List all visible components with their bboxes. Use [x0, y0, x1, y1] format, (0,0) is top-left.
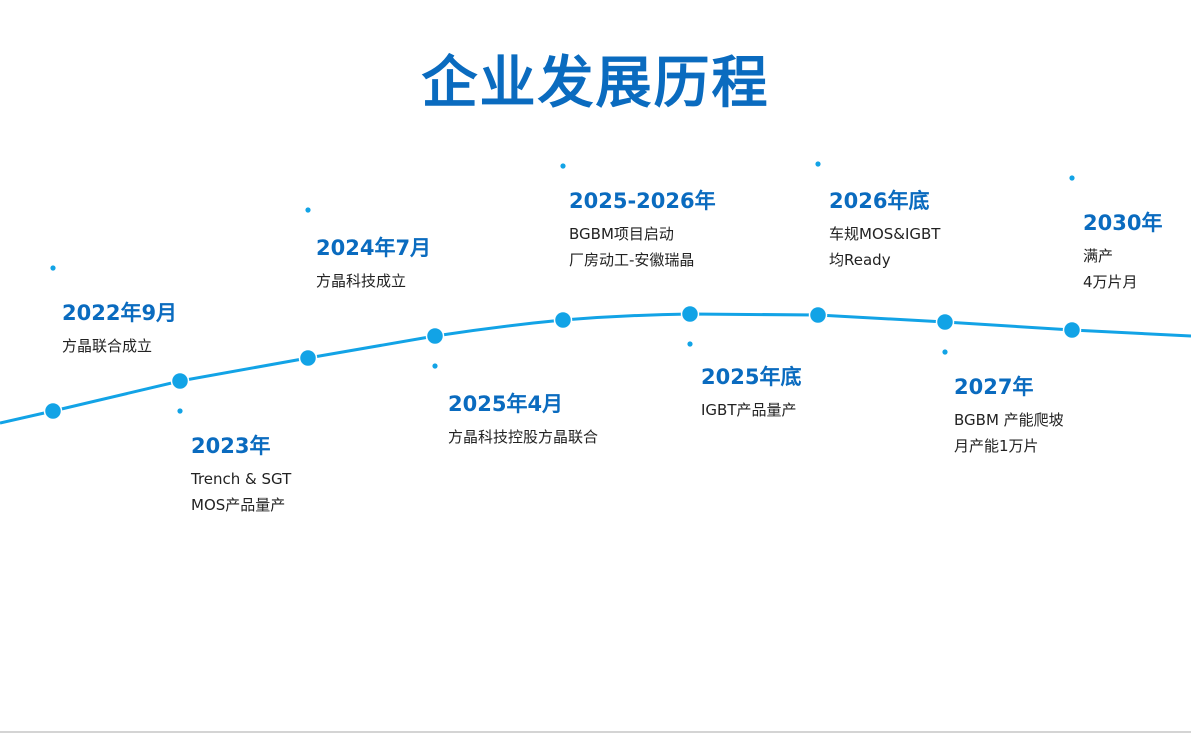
connector-tip — [687, 341, 693, 347]
milestone-description-line: BGBM项目启动 — [569, 225, 674, 243]
milestone-4: 2025年4月方晶科技控股方晶联合 — [448, 388, 598, 450]
milestone-dot — [425, 326, 445, 346]
milestone-dot — [808, 305, 828, 325]
milestone-description: 车规MOS&IGBT 均Ready — [829, 221, 940, 273]
milestone-year: 2027年 — [954, 375, 1034, 399]
bottom-divider — [0, 731, 1191, 733]
milestone-dot — [553, 310, 573, 330]
milestone-dot — [170, 371, 190, 391]
milestone-description-line: 4万片月 — [1083, 273, 1138, 291]
milestone-3: 2024年7月方晶科技成立 — [316, 232, 431, 294]
milestone-description: BGBM项目启动厂房动工-安徽瑞晶 — [569, 221, 716, 273]
milestone-description-line: 方晶科技控股方晶联合 — [448, 428, 599, 446]
milestone-description: 满产 4万片月 — [1083, 243, 1162, 295]
milestone-year: 2025年底 — [701, 365, 802, 389]
connector-tip — [815, 161, 821, 167]
milestone-description: Trench & SGT MOS产品量产 — [191, 466, 291, 518]
connector-tip — [560, 163, 566, 169]
milestone-description: 方晶科技控股方晶联合 — [448, 424, 598, 450]
milestone-description: BGBM 产能爬坡月产能1万片 — [954, 407, 1064, 459]
milestone-dot — [298, 348, 318, 368]
milestone-6: 2025年底 IGBT产品量产 — [701, 361, 801, 423]
milestone-dot — [1062, 320, 1082, 340]
page-title: 企业发展历程 — [421, 51, 770, 116]
connector-tip — [305, 207, 311, 213]
milestone-dot — [935, 312, 955, 332]
milestone-description-line: 满产 — [1083, 247, 1114, 265]
milestone-description-line: 方晶科技成立 — [316, 272, 407, 290]
milestone-7: 2026年底车规MOS&IGBT 均Ready — [829, 185, 940, 273]
milestone-description: 方晶科技成立 — [316, 268, 431, 294]
milestone-dot — [43, 401, 63, 421]
milestone-description-line: IGBT产品量产 — [701, 401, 797, 419]
milestone-9: 2030年满产 4万片月 — [1083, 207, 1162, 295]
connector-tip — [432, 363, 438, 369]
milestone-year: 2024年7月 — [316, 236, 432, 260]
milestone-1: 2022年9月方晶联合成立 — [62, 297, 177, 359]
milestone-description-line: 月产能1万片 — [954, 437, 1039, 455]
milestone-description: 方晶联合成立 — [62, 333, 177, 359]
milestone-year: 2030年 — [1083, 211, 1163, 235]
connector-tip — [50, 265, 56, 271]
milestone-5: 2025-2026年 BGBM项目启动厂房动工-安徽瑞晶 — [569, 185, 716, 273]
milestone-description-line: 车规MOS&IGBT — [829, 225, 941, 243]
milestone-year: 2023年 — [191, 434, 271, 458]
milestone-2: 2023年 Trench & SGT MOS产品量产 — [191, 430, 291, 518]
milestone-description-line: 均Ready — [829, 251, 891, 269]
connector-tip — [942, 349, 948, 355]
milestone-description-line: 厂房动工-安徽瑞晶 — [569, 251, 695, 269]
connector-tip — [1069, 175, 1075, 181]
milestone-description-line: MOS产品量产 — [191, 496, 286, 514]
milestone-dot — [680, 304, 700, 324]
milestone-description: IGBT产品量产 — [701, 397, 801, 423]
milestone-description-line: BGBM 产能爬坡 — [954, 411, 1064, 429]
milestone-year: 2022年9月 — [62, 301, 178, 325]
milestone-year: 2026年底 — [829, 189, 930, 213]
milestone-description-line: 方晶联合成立 — [62, 337, 153, 355]
milestone-8: 2027年 BGBM 产能爬坡月产能1万片 — [954, 371, 1064, 459]
milestone-description-line: Trench & SGT — [191, 470, 292, 488]
milestone-year: 2025-2026年 — [569, 189, 716, 213]
milestone-year: 2025年4月 — [448, 392, 564, 416]
connector-tip — [177, 408, 183, 414]
